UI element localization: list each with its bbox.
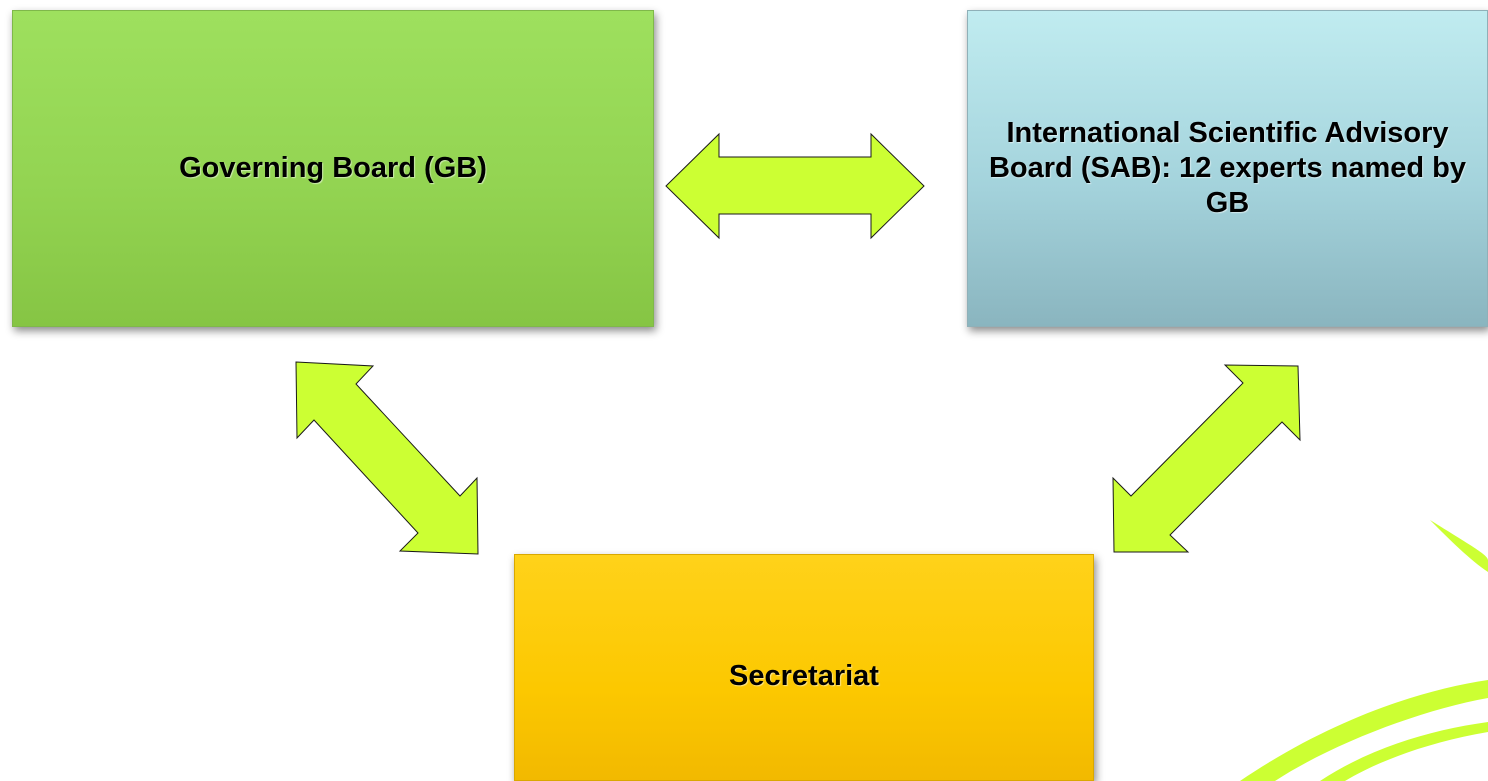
swirl-stroke-2 [1240,680,1488,781]
swirl-stroke-3 [1320,722,1488,781]
arrow-gb-secretariat [295,361,479,555]
governing-board-label: Governing Board (GB) [179,152,487,185]
scientific-advisory-board-box: International Scientific Advisory Board … [967,10,1488,327]
arrow-gb-sab [665,132,925,240]
secretariat-label: Secretariat [729,660,879,692]
governing-board-box: Governing Board (GB) [12,10,654,327]
swirl-stroke-1 [1430,520,1488,572]
scientific-advisory-board-label: International Scientific Advisory Board … [988,117,1466,219]
secretariat-box: Secretariat [514,554,1094,781]
arrow-sab-secretariat [1112,364,1301,553]
